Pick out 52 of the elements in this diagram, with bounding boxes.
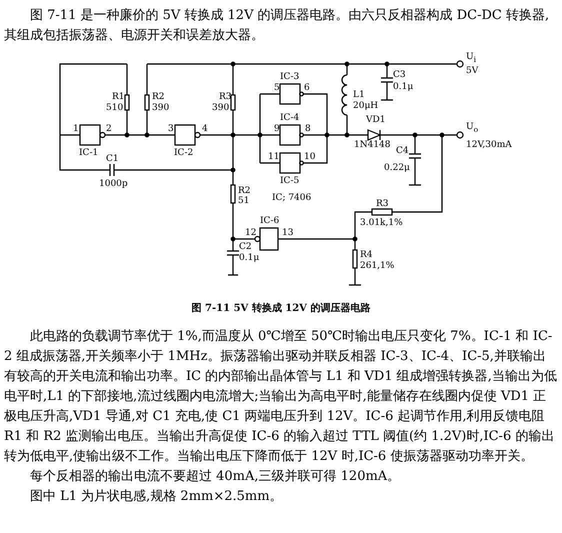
paragraph: 此电路的负载调节率优于 1%,而温度从 0℃增至 50℃时输出电压只变化 7%。IC-1 和 IC-2 组成振荡器,开关频率小于 1MHz。振荡器输出驱动并联反相器 IC-3、IC-4、IC-5,并联输出有较高的开关电流和输出功率。IC 的内部输出晶体管与 L1 和 VD1 组成增强转换器,当输出为低电平时,L1 的下部接地,流过线圈内电流增大;当输出为高电平时,能量储存在线圈内促使 VD1 正极电压升高,VD1 导通,对 C1 充电,使 C1 两端电压升到 12V。IC-6 起调节作用,利用反馈电阻 R1 和 R2 监测输出电压。当输出升高促使 IC-6 的输入超过 TTL 阈值(约 1.2V)时,IC-6 的输出转为低电平,使输出级不工作。当输出电压下降而低于 12V 时,IC-6 使振荡器驱动功率开关。 <box>4 328 558 466</box>
component-label: IC-5 <box>280 176 300 186</box>
terminal-label: 5V <box>466 66 478 76</box>
component-label: R3 <box>219 92 232 102</box>
pin-number: 3 <box>168 124 174 134</box>
component-label: R2 <box>238 186 251 196</box>
component-label: C2 <box>239 242 252 252</box>
pin-number: 5 <box>274 83 280 93</box>
pin-number: 2 <box>106 124 112 134</box>
paragraph: 图 7-11 是一种廉价的 5V 转换成 12V 的调压器电路。由六只反相器构成 DC-DC 转换器,其组成包括振荡器、电源开关和误差放大器。 <box>4 7 550 45</box>
paragraph: 图中 L1 为片状电感,规格 2mm×2.5mm。 <box>29 488 284 506</box>
pin-number: 6 <box>304 83 310 93</box>
component-label: L1 <box>353 90 365 100</box>
component-label: R4 <box>360 250 373 260</box>
component-value: 0.1μ <box>239 253 260 263</box>
component-label: R1 <box>112 92 125 102</box>
component-label: R3 <box>376 199 389 209</box>
component-label: IC-2 <box>174 148 194 158</box>
component-value: 0.1μ <box>393 82 414 92</box>
component-value: 51 <box>238 196 250 206</box>
component-label: VD1 <box>366 115 386 125</box>
figure-caption: 图 7-11 5V 转换成 12V 的调压器电路 <box>190 304 372 314</box>
component-label: IC-1 <box>79 148 98 158</box>
terminal-label: 12V,30mA <box>466 140 512 150</box>
component-value: 390 <box>152 103 170 113</box>
pin-number: 8 <box>305 124 311 134</box>
pin-number: 11 <box>268 152 280 162</box>
component-label: C4 <box>396 146 409 156</box>
component-value: 1000p <box>99 179 128 189</box>
component-label: IC-6 <box>260 216 280 226</box>
component-value: 390 <box>212 103 230 113</box>
pin-number: 10 <box>304 152 316 162</box>
pin-number: 4 <box>202 124 208 134</box>
paragraph: 每个反相器的输出电流不要超过 40mA,三级并联可得 120mA。 <box>29 468 402 486</box>
component-value: 0.22μ <box>384 163 410 173</box>
pin-number: 13 <box>282 228 294 238</box>
component-label: IC; 7406 <box>272 193 312 203</box>
terminal-label: U$_{i}$ <box>466 52 476 65</box>
terminal-label: U$_{o}$ <box>466 122 478 135</box>
component-value: 510 <box>106 103 124 113</box>
component-label: IC-4 <box>280 113 300 123</box>
component-value: 1N4148 <box>354 140 391 150</box>
component-value: 20μH <box>353 101 378 111</box>
component-value: 3.01k,1% <box>360 218 403 228</box>
pin-number: 12 <box>245 228 256 238</box>
pin-number: 9 <box>274 124 280 134</box>
component-value: 261,1% <box>360 261 394 271</box>
component-label: R2 <box>152 92 165 102</box>
component-label: C1 <box>106 154 119 164</box>
pin-number: 1 <box>73 124 79 134</box>
component-label: IC-3 <box>280 72 300 82</box>
component-label: C3 <box>393 70 406 80</box>
